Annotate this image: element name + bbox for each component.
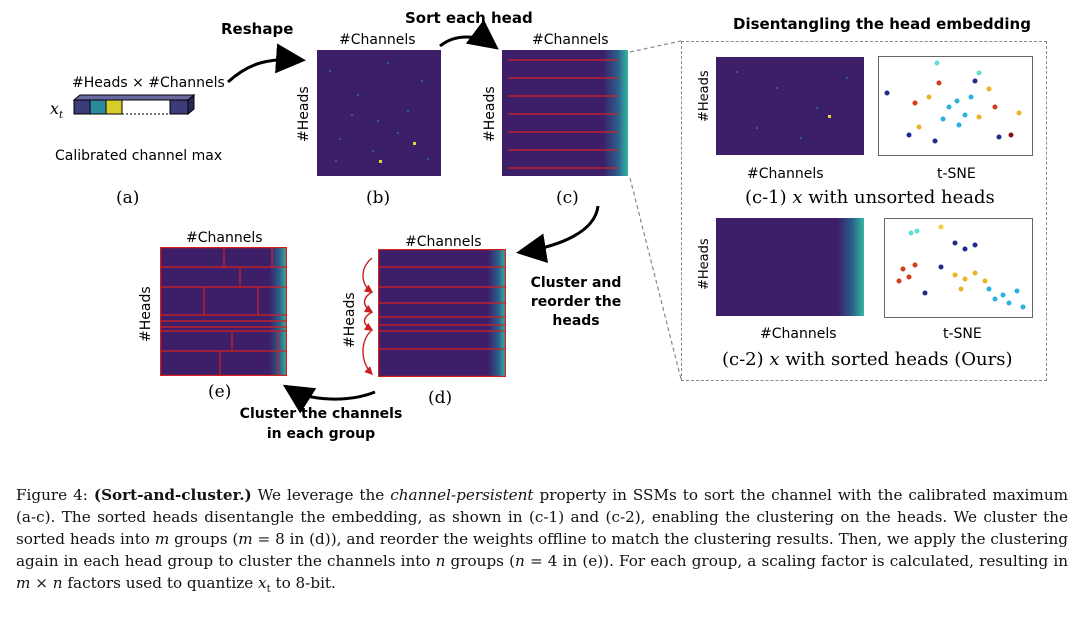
heatmap-c2 (716, 218, 864, 316)
xt-label: xt (50, 99, 64, 122)
heatmap-c (502, 50, 628, 176)
channel-cubes (72, 93, 196, 116)
calibrated-label: Calibrated channel max (55, 148, 223, 164)
b-heads-label: #Heads (296, 86, 312, 142)
heatmap-b-noise (329, 62, 429, 163)
c2-heads-label: #Heads (697, 238, 712, 290)
panel-b-label: (b) (366, 188, 391, 208)
c1-caption: (c-1) x with unsorted heads (745, 187, 995, 208)
tsne-c2-points (896, 224, 1026, 310)
tsne-c1-points (884, 60, 1022, 144)
c1-channels-label: #Channels (747, 166, 824, 182)
b-channels-label: #Channels (339, 32, 416, 48)
c2-channels-label: #Channels (760, 326, 837, 342)
c2-caption: (c-2) x with sorted heads (Ours) (722, 349, 1013, 370)
sort-label: Sort each head (405, 9, 533, 27)
heatmap-c1 (716, 57, 864, 155)
caption-bold: (Sort-and-cluster.) (93, 486, 252, 504)
c-heads-label: #Heads (482, 86, 498, 142)
panel-a-label: (a) (116, 188, 140, 208)
d-channels-label: #Channels (405, 234, 482, 250)
heatmap-e-groups (160, 247, 287, 376)
heatmap-c-rows (508, 59, 618, 169)
heads-channels-label: #Heads × #Channels (72, 75, 225, 91)
reshape-label: Reshape (221, 20, 294, 38)
cluster-channels-arrow (282, 384, 376, 414)
tsne-c2 (884, 218, 1033, 318)
tsne-c1 (878, 56, 1033, 156)
c1-tsne-label: t-SNE (937, 166, 976, 182)
heatmap-c1-noise (736, 71, 848, 139)
disentangle-title: Disentangling the head embedding (733, 15, 1031, 33)
disentangle-box (681, 41, 1047, 381)
reshape-arrow (226, 43, 306, 84)
heatmap-e (160, 247, 287, 376)
panel-c-label: (c) (556, 188, 579, 208)
head-group-arrows (362, 257, 374, 375)
c2-tsne-label: t-SNE (943, 326, 982, 342)
caption-label: Figure 4: (16, 486, 88, 504)
heatmap-d-groups (378, 249, 506, 377)
c-channels-label: #Channels (532, 32, 609, 48)
d-heads-label: #Heads (342, 292, 358, 348)
panel-d-label: (d) (428, 388, 453, 408)
cluster-reorder-arrow (516, 205, 600, 264)
heatmap-b (317, 50, 441, 176)
heatmap-d (378, 249, 506, 377)
figure-caption: Figure 4: (Sort-and-cluster.) We leverag… (16, 486, 1068, 596)
figure-4: Reshape Sort each head Disentangling the… (50, 9, 1047, 442)
c1-heads-label: #Heads (697, 70, 712, 122)
figure-graphics (72, 19, 682, 414)
sort-arrow (439, 19, 499, 50)
panel-e-label: (e) (208, 382, 232, 402)
e-heads-label: #Heads (138, 286, 154, 342)
e-channels-label: #Channels (186, 230, 263, 246)
